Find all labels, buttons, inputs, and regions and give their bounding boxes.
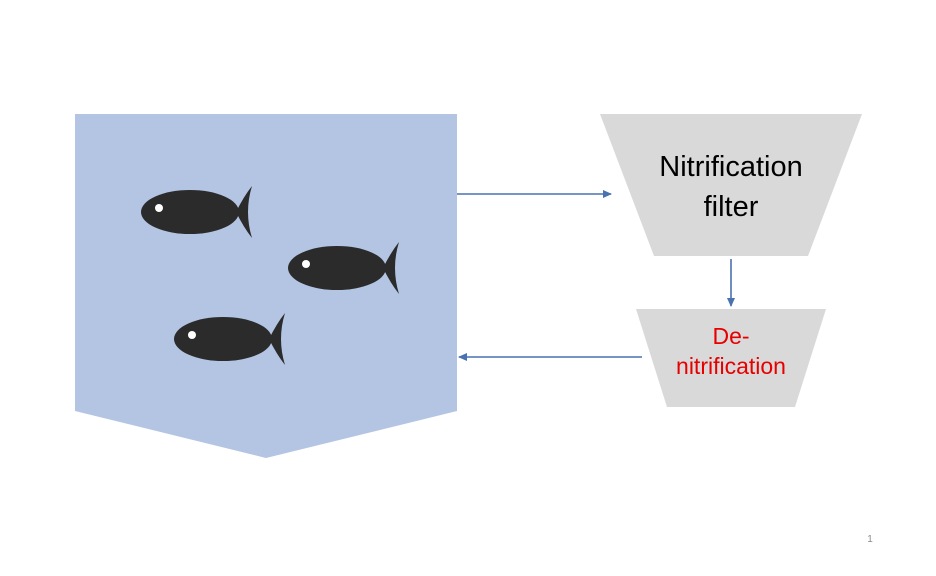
fish-icon [174,313,285,365]
nitrification-filter-label-line1: Nitrification [659,151,802,183]
nitrification-filter [600,114,862,256]
fish-tank [75,114,457,458]
page-number: 1 [867,534,873,545]
fish-icon [141,186,252,238]
denitrification-label-line1: De- [712,323,749,349]
denitrification-unit [636,309,826,407]
fish-icon [288,242,399,294]
denitrification-label-line2: nitrification [676,353,786,379]
nitrification-filter-label-line2: filter [704,191,759,223]
